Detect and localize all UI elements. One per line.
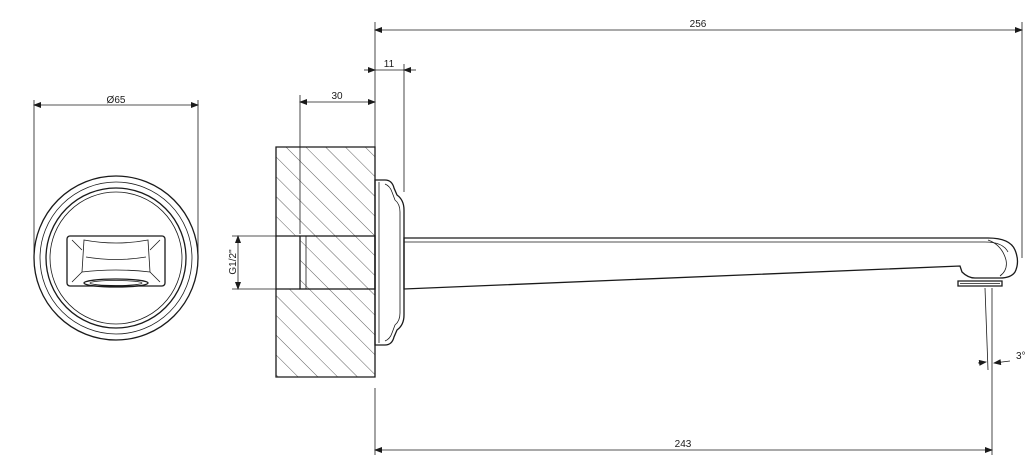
spout-body [403, 237, 1019, 290]
wall-depth-label: 30 [331, 91, 343, 102]
angle-dimension-line [993, 359, 1011, 366]
diameter-label: Ø65 [107, 95, 126, 106]
angle-reference-line [984, 287, 989, 371]
aerator-front [83, 278, 149, 288]
wall-hatching [276, 147, 375, 377]
thread-label: G1/2" [228, 249, 239, 275]
flange-profile [374, 179, 405, 346]
angle-label: 3° [1016, 351, 1026, 362]
aerator [957, 280, 1003, 287]
rosette-outer-ring [39, 181, 193, 335]
rosette-outer-circle [33, 175, 199, 341]
flange-thickness-label: 11 [384, 59, 395, 70]
wall-section [275, 146, 376, 378]
spout-face [81, 239, 151, 273]
side-view: 256 11 30 G1/2" 243 3° [228, 19, 1026, 455]
front-view: Ø65 [33, 95, 199, 341]
rosette-inner-circle [49, 191, 183, 325]
spout-reach-label: 243 [675, 439, 692, 450]
spout-front-outline [66, 235, 166, 287]
total-length-label: 256 [690, 19, 707, 30]
rosette-inner-ring [45, 187, 187, 329]
